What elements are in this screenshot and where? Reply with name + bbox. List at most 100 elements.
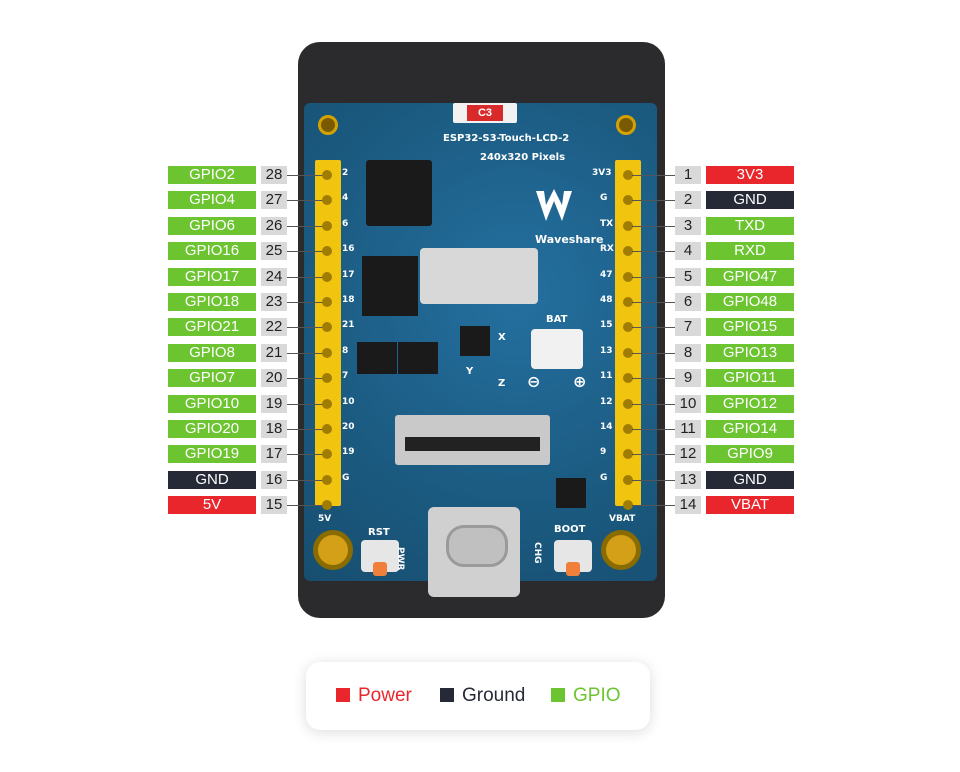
right-pin-label: GPIO12 [706, 395, 794, 413]
right-pin-label: TXD [706, 217, 794, 235]
left-pin-silk: 19 [342, 447, 355, 457]
right-pin-number: 4 [675, 242, 701, 260]
left-pin-lead [287, 454, 327, 455]
left-pin-lead [287, 226, 327, 227]
right-pin-label: GPIO13 [706, 344, 794, 362]
right-pin-silk: 11 [600, 371, 613, 381]
usb-c-port[interactable] [428, 507, 520, 597]
right-pin-number: 12 [675, 445, 701, 463]
left-pin-silk: 18 [342, 295, 355, 305]
rst-label: RST [368, 527, 390, 538]
right-pin-lead [632, 505, 675, 506]
left-pin-label: GPIO18 [168, 293, 256, 311]
left-pin-label: GPIO2 [168, 166, 256, 184]
bat-plus: ⊕ [573, 372, 587, 391]
right-pin-number: 5 [675, 268, 701, 286]
right-pin-number: 9 [675, 369, 701, 387]
left-pin-number: 19 [261, 395, 287, 413]
right-pin-label: GPIO15 [706, 318, 794, 336]
boot-button[interactable] [554, 540, 592, 576]
left-pin-number: 26 [261, 217, 287, 235]
board-resolution: 240x320 Pixels [480, 152, 566, 163]
left-pin-number: 20 [261, 369, 287, 387]
right-pin-number: 11 [675, 420, 701, 438]
left-pin-lead [287, 175, 327, 176]
waveshare-logo-icon [536, 189, 572, 221]
left-pin-silk: 20 [342, 422, 355, 432]
legend-label-power: Power [358, 685, 412, 706]
legend: Power Ground GPIO [306, 662, 650, 730]
right-pin-silk: 12 [600, 397, 613, 407]
right-pin-hole [623, 424, 633, 434]
left-pin-silk: 16 [342, 244, 355, 254]
left-pin-label: GPIO7 [168, 369, 256, 387]
left-pin-label: 5V [168, 496, 256, 514]
right-pin-lead [632, 226, 675, 227]
right-pin-number: 8 [675, 344, 701, 362]
mounting-hole [318, 115, 338, 135]
left-pin-number: 24 [261, 268, 287, 286]
left-pin-hole [322, 475, 332, 485]
right-pin-hole [623, 373, 633, 383]
right-pin-number: 6 [675, 293, 701, 311]
legend-swatch-ground [440, 688, 454, 702]
bat-minus: ⊖ [527, 372, 541, 391]
right-pin-label: GPIO47 [706, 268, 794, 286]
board-model: ESP32-S3-Touch-LCD-2 [443, 133, 570, 144]
imu-chip [460, 326, 490, 356]
left-pin-lead [287, 378, 327, 379]
right-pin-lead [632, 327, 675, 328]
left-pin-hole [322, 348, 332, 358]
left-pin-hole [322, 221, 332, 231]
right-pin-hole [623, 322, 633, 332]
left-pin-number: 28 [261, 166, 287, 184]
boot-label: BOOT [554, 524, 586, 535]
legend-item-ground: Ground [440, 686, 525, 706]
esp32-chip [366, 160, 432, 226]
right-pin-hole [623, 449, 633, 459]
lcd-connector [395, 415, 550, 465]
left-pin-label: GPIO16 [168, 242, 256, 260]
cap-component: C3 [453, 103, 517, 123]
left-pin-lead [287, 302, 327, 303]
right-pin-label: GPIO14 [706, 420, 794, 438]
left-pin-lead [287, 251, 327, 252]
left-pin-number: 22 [261, 318, 287, 336]
left-pin-lead [287, 404, 327, 405]
right-pin-lead [632, 429, 675, 430]
right-pin-hole [623, 221, 633, 231]
right-pin-silk: G [600, 473, 608, 483]
right-pin-silk: 14 [600, 422, 613, 432]
axis-y-label: Y [466, 366, 474, 377]
vbat-silk: VBAT [609, 514, 636, 524]
right-pin-silk: G [600, 193, 608, 203]
left-pin-silk: 17 [342, 270, 355, 280]
axis-x-label: X [498, 332, 506, 343]
mounting-hole [616, 115, 636, 135]
right-pin-lead [632, 480, 675, 481]
mounting-pad [601, 530, 641, 570]
left-pin-lead [287, 277, 327, 278]
right-pin-hole [623, 297, 633, 307]
right-pin-number: 7 [675, 318, 701, 336]
right-pin-silk: 13 [600, 346, 613, 356]
left-pin-silk: 21 [342, 320, 355, 330]
pwr-label: PWR [395, 547, 405, 571]
right-pin-silk: 3V3 [592, 168, 612, 178]
charger-chip [556, 478, 586, 508]
left-pin-hole [322, 399, 332, 409]
flash-chip [362, 256, 418, 316]
rst-button[interactable] [361, 540, 399, 576]
left-pin-silk: 8 [342, 346, 349, 356]
left-pin-lead [287, 327, 327, 328]
right-pin-hole [623, 246, 633, 256]
left-pin-number: 21 [261, 344, 287, 362]
left-pin-number: 25 [261, 242, 287, 260]
left-pin-lead [287, 429, 327, 430]
left-pin-number: 27 [261, 191, 287, 209]
left-pin-lead [287, 505, 327, 506]
right-pin-label: RXD [706, 242, 794, 260]
right-pin-header [615, 160, 641, 506]
right-pin-lead [632, 200, 675, 201]
